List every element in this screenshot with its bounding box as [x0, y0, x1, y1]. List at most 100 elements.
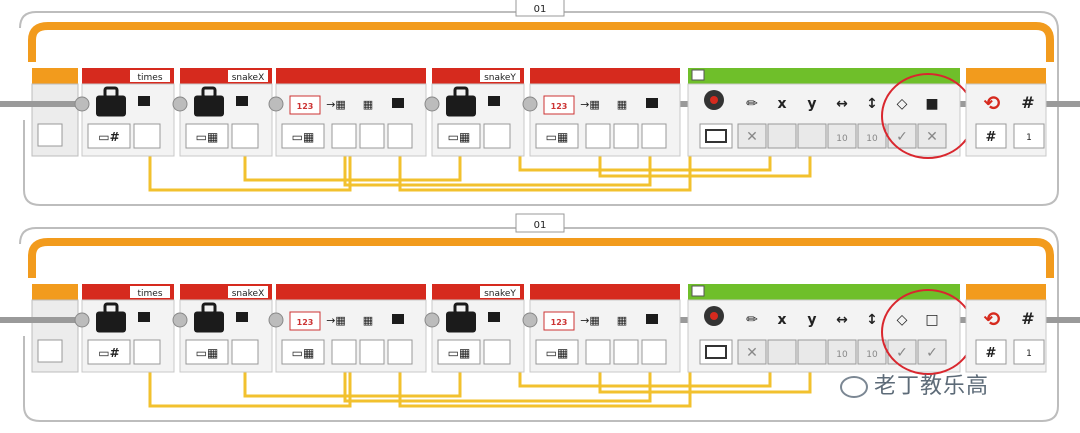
display-param-input[interactable] [857, 123, 887, 149]
display-param-input[interactable] [797, 123, 827, 149]
display-param-input[interactable] [827, 123, 857, 149]
loop-name-tab[interactable] [515, 0, 565, 17]
mode-icon: ▭# [98, 130, 119, 144]
value-input[interactable] [387, 123, 413, 149]
variable-block-5[interactable]: 123→▦▦▭▦ [522, 284, 681, 373]
block-name-label: snakeY [484, 289, 516, 299]
display-param-value: ✓ [896, 129, 908, 145]
loop-block-1[interactable]: 01times▭#snakeX▭▦123→▦▦▭▦snakeY▭▦123→▦▦▭… [0, 0, 1080, 206]
value-input[interactable] [483, 339, 511, 365]
variable-block-4[interactable]: snakeY ▭▦ [424, 284, 525, 373]
value-input[interactable] [359, 339, 385, 365]
variable-block-5[interactable]: 123→▦▦▭▦ [522, 68, 681, 157]
mode-selector[interactable] [437, 339, 481, 365]
block-name-label: snakeY [484, 73, 516, 83]
block-name-box[interactable] [480, 70, 520, 82]
mode-selector[interactable] [185, 123, 229, 149]
display-param-input[interactable] [827, 339, 857, 365]
value-input[interactable] [641, 339, 667, 365]
briefcase-handle [453, 86, 469, 99]
array-digits: 123 [551, 102, 568, 111]
display-param-label: x [777, 312, 786, 328]
mode-selector[interactable] [535, 123, 579, 149]
variable-block-1[interactable]: times▭# [74, 284, 175, 373]
display-param-label: ↔ [836, 312, 848, 328]
variable-block-3[interactable]: 123→▦▦▭▦ [268, 284, 427, 373]
display-param-label: ◇ [897, 312, 908, 328]
switch-block[interactable]: ⟲##1 [965, 284, 1047, 373]
array-digits: 123 [297, 318, 314, 327]
data-wire [243, 150, 462, 182]
display-param-label: ◇ [897, 96, 908, 112]
mode-selector[interactable] [87, 123, 131, 149]
display-param-input[interactable] [737, 123, 767, 149]
variable-block-2[interactable]: snakeX▭▦ [172, 284, 273, 373]
variable-block-4[interactable]: snakeY▭▦ [424, 68, 525, 157]
rect-mode-icon [705, 345, 727, 359]
mode-selector[interactable] [185, 339, 229, 365]
display-param-input[interactable] [737, 339, 767, 365]
mode-selector[interactable] [535, 339, 579, 365]
mode-icon: ▭▦ [448, 346, 471, 360]
value-input[interactable] [641, 123, 667, 149]
value-input[interactable] [613, 339, 639, 365]
mode-selector[interactable] [281, 339, 325, 365]
data-wire [343, 366, 652, 403]
display-param-input[interactable] [797, 339, 827, 365]
display-param-value: 10 [866, 350, 878, 360]
sequence-port [74, 96, 90, 112]
value-input[interactable] [133, 339, 161, 365]
value-input[interactable] [331, 123, 357, 149]
value-input[interactable] [331, 339, 357, 365]
mode-icon: ▭▦ [292, 130, 315, 144]
value-input[interactable] [133, 123, 161, 149]
briefcase-handle [201, 86, 217, 99]
array-icon [289, 311, 321, 331]
briefcase-icon [96, 95, 126, 117]
mode-selector[interactable] [281, 123, 325, 149]
variable-block-1[interactable]: times▭# [74, 68, 175, 157]
variable-block-2[interactable]: snakeX▭▦ [172, 68, 273, 157]
value-input[interactable] [613, 123, 639, 149]
value-input[interactable] [585, 123, 611, 149]
display-mode-selector[interactable] [699, 339, 733, 365]
display-param-input[interactable] [857, 339, 887, 365]
switch-value-input[interactable] [1013, 339, 1045, 365]
mode-selector[interactable] [437, 123, 481, 149]
display-target-center [710, 96, 718, 104]
output-briefcase-icon [646, 98, 658, 108]
block-name-box[interactable] [228, 70, 268, 82]
display-param-input[interactable] [917, 123, 947, 149]
value-input[interactable] [359, 123, 385, 149]
mode-selector[interactable] [87, 339, 131, 365]
block-name-box[interactable] [228, 286, 268, 298]
display-param-input[interactable] [917, 339, 947, 365]
switch-block[interactable]: ⟲##1 [965, 68, 1047, 157]
value-input[interactable] [231, 339, 259, 365]
array-icon [289, 95, 321, 115]
value-input[interactable] [483, 123, 511, 149]
rect-mode-icon [705, 129, 727, 143]
display-param-input[interactable] [767, 339, 797, 365]
display-param-input[interactable] [767, 123, 797, 149]
switch-mode-selector[interactable] [975, 339, 1007, 365]
block-name-box[interactable] [130, 70, 170, 82]
value-input[interactable] [585, 339, 611, 365]
value-input[interactable] [231, 123, 259, 149]
loop-block-2[interactable]: 01times▭#snakeX▭▦123→▦▦▭▦snakeY▭▦123→▦▦▭… [0, 213, 1080, 422]
block-header [530, 284, 680, 300]
block-name-box[interactable] [480, 286, 520, 298]
array-index-icon: ▦ [363, 98, 373, 111]
variable-block-3[interactable]: 123→▦▦▭▦ [268, 68, 427, 157]
switch-header [966, 284, 1046, 300]
switch-mode-selector[interactable] [975, 123, 1007, 149]
value-input[interactable] [387, 339, 413, 365]
block-name-box[interactable] [130, 286, 170, 298]
display-mode-selector[interactable] [699, 123, 733, 149]
switch-value-input[interactable] [1013, 123, 1045, 149]
loop-name-tab[interactable] [515, 213, 565, 233]
data-wire [148, 144, 352, 192]
loop-interrupt-icon: ⟲ [984, 91, 1001, 115]
